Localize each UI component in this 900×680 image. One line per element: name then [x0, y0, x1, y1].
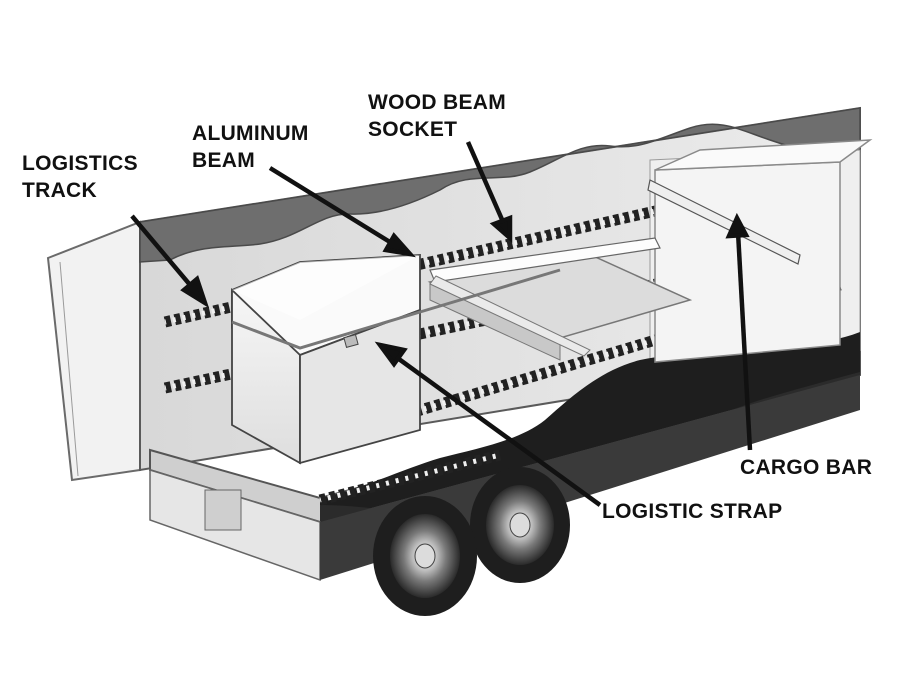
label-wood-beam-socket: WOOD BEAM SOCKET — [368, 91, 507, 141]
label-logistic-strap: LOGISTIC STRAP — [602, 500, 783, 523]
aluminum-beam — [429, 237, 661, 283]
wheel-front — [373, 496, 477, 616]
arrow-logistics-track — [130, 214, 198, 294]
cargo-bar-shape — [647, 179, 801, 265]
rear-door — [46, 220, 141, 482]
arrow-cargo-bar — [735, 231, 753, 451]
cargo-box-front — [231, 254, 421, 465]
wheel-rear — [470, 467, 570, 583]
trailer-roof — [139, 107, 861, 263]
callout-arrows — [130, 141, 753, 507]
cargo-box-back — [654, 139, 873, 363]
arrow-logistic-strap — [390, 352, 602, 507]
label-cargo-bar: CARGO BAR — [740, 456, 873, 479]
logistic-strap — [231, 268, 561, 350]
arrow-aluminum-beam — [268, 166, 400, 249]
label-aluminum-beam: ALUMINUM BEAM — [192, 122, 309, 172]
label-logistics-track: LOGISTICS TRACK — [22, 152, 138, 202]
arrow-wood-beam-socket — [465, 141, 507, 225]
floor-cutaway — [320, 332, 860, 522]
